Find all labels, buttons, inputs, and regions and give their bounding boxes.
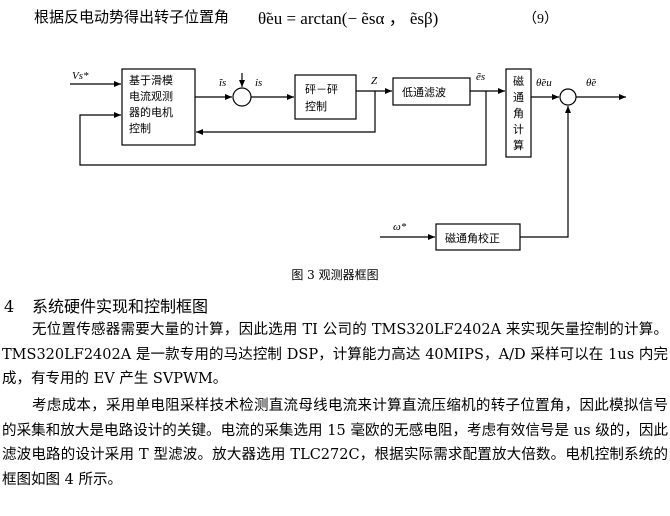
smc-block-line-1: 基于滑模 [129,74,173,87]
angle-block-char-3: 角 [513,107,524,120]
bang-bang-block [294,74,357,120]
smc-observer-block [121,68,196,146]
bang-block-line-2: 控制 [305,99,327,113]
theta-e-label: θ̃e [586,77,596,89]
flux-angle-correction-block [435,223,521,251]
section-number: 4 [4,297,15,316]
figure-caption: 图 3 观测器框图 [291,268,379,282]
is-estimate-label: ĩs [219,77,226,89]
correction-block-label: 磁通角校正 [445,231,500,245]
smc-block-line-2: 电流观测 [129,89,173,103]
section-heading: 4 系统硬件实现和控制框图 [4,293,208,317]
angle-block-char-5: 算 [513,138,524,152]
es-signal-label: ẽs [476,71,485,83]
observer-block-diagram: 基于滑模 电流观测 器的电机 控制 砰－砰 控制 低通滤波 磁 通 角 计 算 … [70,68,626,251]
smc-block-line-3: 器的电机 [129,105,173,119]
theta-eu-label: θ̃eu [536,77,552,89]
z-signal-label: Z [371,75,378,87]
equation-formula: θ̃eu = arctan(− ẽsα ， ẽsβ) [258,9,439,28]
angle-block-char-4: 计 [513,123,524,136]
paragraph-1: 无位置传感器需要大量的计算，因此选用 TI 公司的 TMS320LF2402A … [2,322,668,387]
angle-block-char-2: 通 [513,91,524,104]
current-sum-junction [232,87,252,107]
smc-block-line-4: 控制 [129,121,151,135]
paragraph-2: 考虑成本，采用单电阻采样技术检测直流母线电流来计算直流压缩机的转子位置角，因此模… [2,398,668,488]
input-vs-label: Vs* [72,70,89,82]
lpf-block-label: 低通滤波 [402,86,446,99]
is-measured-label: is [255,77,262,89]
angle-block-char-1: 磁 [513,75,524,88]
bang-block-line-1: 砰－砰 [305,83,338,96]
low-pass-filter-block [392,77,471,106]
equation-text: 根据反电动势得出转子位置角 [34,8,230,26]
flux-angle-calc-block [505,68,532,158]
equation-number: （9） [523,12,558,27]
omega-label: ω* [393,221,407,233]
section-title: 系统硬件实现和控制框图 [32,297,209,316]
angle-sum-junction [559,88,577,106]
